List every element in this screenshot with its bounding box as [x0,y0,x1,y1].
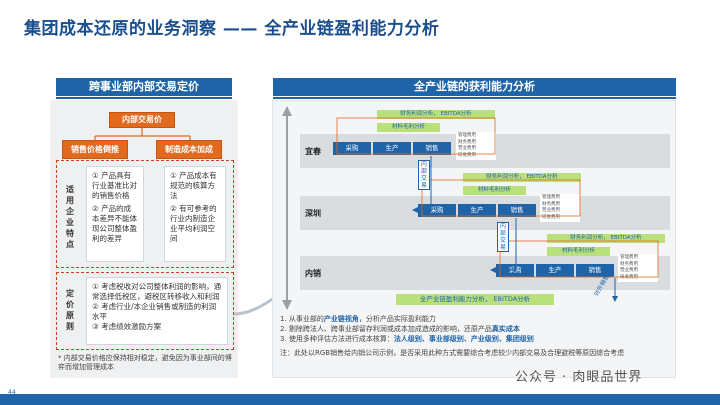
row3-step-production: 生产 [536,264,574,277]
principle-box [56,272,234,350]
row1-step-purchase: 采购 [333,142,371,155]
row-label-yichun: 宜春 [305,147,321,156]
page-title: 集团成本还原的业务洞察 —— 全产业链盈利能力分析 [24,19,440,39]
row1-margin: 材料毛利分析 [377,123,440,132]
row2-step-sales: 销售 [498,204,536,217]
applicable-box [56,160,234,268]
left-panel-header: 跨事业部内部交易定价 [56,78,232,99]
row2-ebitda: 财务利润分析， EBITDA分析 [463,173,581,182]
row1-step-sales: 销售 [413,142,451,155]
a-item-2: ② 产品的成本差异不能体现公司整体盈利的差异 [92,204,137,243]
left-footnote: * 内部交易价格应保持相对稳定，避免因为事业部间的博弈而增加管理成本 [58,354,232,371]
principle-2: ② 考虑行业/本企业销售或制造的利润水平 [92,302,217,321]
row1-fees: 管理费用财务费用营业费用研发费用 [456,132,496,160]
right-panel-header: 全产业链的获利能力分析 [273,78,676,99]
tree-connector [94,128,191,140]
watermark: 公众号 · 肉眼品世界 [515,370,643,385]
principle-label: 定价原则 [66,289,74,331]
row-label-domestic: 内销 [305,269,321,278]
right-notes: 1. 从事业部的产业链视角，分析产品实际盈利能力 2. 剔除跨法人、跨事业部留存… [280,314,672,358]
note-4: 注：此处以RGB销售给内销公司示例，是否采用此种方式需要综合考虑较少内部交易及合… [280,349,625,357]
page-number: 44 [8,389,16,396]
principle-1: ① 考虑税收对公司整体利润的影响，通常选择低税区，避税区转移收入和利润 [92,282,222,301]
vertical-axis-arrow [282,106,292,310]
row3-ebitda: 财务利润分析， EBITDA分析 [547,234,665,243]
applicable-label: 适用企业特点 [66,185,74,249]
internal-transfer-1: 内部交易 [418,160,430,190]
branch-a-card: ① 产品具有行业基准比对的销售价格 ② 产品的成本差异不能体现公司整体盈利的差异 [86,166,144,262]
root-node: 内部交易价 [109,112,175,128]
branch-b-card: ① 产品成本有规范的核算方法 ② 有可参考的行业内制造企业平均利润空间 [164,166,226,262]
a-item-1: ① 产品具有行业基准比对的销售价格 [92,171,137,200]
principle-3: ③ 考虑绩效激励方案 [92,322,162,331]
note-1: 1. 从事业部的产业链视角，分析产品实际盈利能力 [280,315,436,323]
note-2: 2. 剔除跨法人、跨事业部留存利润或成本加成造成的影响，还原产品真实成本 [280,325,520,333]
row2-margin: 材料毛利分析 [463,186,526,195]
row3-margin: 材料毛利分析 [547,247,610,256]
row3-step-sales: 销售 [576,264,614,277]
flow-connectors [336,117,659,302]
branch-cost-plus: 制造成本加成 [156,140,222,159]
row2-step-production: 生产 [458,204,496,217]
internal-transfer-2: 内部交易 [497,222,509,252]
row1-ebitda: 财务利润分析， EBITDA分析 [377,110,495,119]
b-item-2: ② 有可参考的行业内制造企业平均利润空间 [170,204,217,243]
branch-sales-price: 销售价格倒推 [62,140,128,159]
row1-step-production: 生产 [373,142,411,155]
footer-bar [0,394,720,405]
row-label-shenzhen: 深圳 [305,209,321,218]
row2-fees: 管理费用财务费用营业费用研发费用 [540,194,580,222]
left-header-text: 跨事业部内部交易定价 [89,80,199,93]
principle-card: ① 考虑税收对公司整体利润的影响，通常选择低税区，避税区转移收入和利润 ② 考虑… [86,277,228,345]
note-3: 3. 使用多种评估方法进行成本核算：法人级别、事业部级别、产业级别、集团级别 [280,335,534,343]
b-item-1: ① 产品成本有规范的核算方法 [170,171,217,200]
bottom-chain-analysis: 全产业链盈利能力分析， EBITDA分析 [396,294,554,305]
row2-step-purchase: 采购 [418,204,456,217]
right-header-text: 全产业链的获利能力分析 [414,80,535,93]
